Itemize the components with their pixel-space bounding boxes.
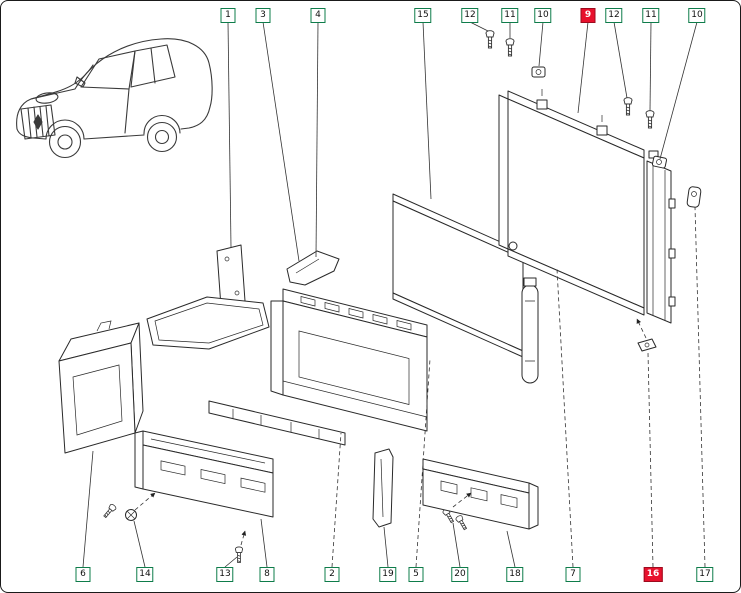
upper-deflector [146,296,270,350]
callout-17[interactable]: 17 [696,567,714,582]
callout-10b[interactable]: 10 [688,8,706,23]
callout-9-label: 9 [584,10,592,20]
middle-strip-part [208,400,346,446]
radiator [498,89,645,316]
callout-2[interactable]: 2 [324,567,340,582]
callout-11a-label: 11 [504,10,516,20]
callout-18[interactable]: 18 [506,567,524,582]
bracket-part19 [372,448,394,528]
mounting-clip-left [531,66,546,78]
callout-16-label: 16 [646,569,660,579]
fastener-pad-part16 [637,338,657,352]
callout-11a[interactable]: 11 [501,8,519,23]
callout-19-label: 19 [382,569,394,579]
callout-16-highlighted[interactable]: 16 [643,567,663,582]
left-air-duct [58,320,144,454]
callout-15[interactable]: 15 [414,8,432,23]
front-panel-carrier [270,288,428,432]
callout-12a[interactable]: 12 [461,8,479,23]
callout-1-label: 1 [225,10,231,20]
callout-18-label: 18 [509,569,521,579]
assembly-arrows [134,318,647,546]
callout-13[interactable]: 13 [216,567,234,582]
callout-17-label: 17 [699,569,711,579]
upper-bracket-part [286,250,340,286]
callout-10a[interactable]: 10 [534,8,552,23]
callout-1[interactable]: 1 [220,8,236,23]
callout-10a-label: 10 [537,10,549,20]
callout-13-label: 13 [219,569,231,579]
callout-7-label: 7 [570,569,576,579]
callout-4[interactable]: 4 [310,8,326,23]
car-illustration [16,38,213,159]
callout-10b-label: 10 [691,10,703,20]
callout-15-label: 15 [417,10,429,20]
callout-14-label: 14 [139,569,151,579]
clip-part-17 [686,186,702,208]
callout-8-label: 8 [264,569,270,579]
callout-5-label: 5 [413,569,419,579]
callout-19[interactable]: 19 [379,567,397,582]
callout-12b-label: 12 [608,10,620,20]
callout-12b[interactable]: 12 [605,8,623,23]
condenser [392,193,539,384]
callout-6[interactable]: 6 [75,567,91,582]
callout-20[interactable]: 20 [451,567,469,582]
side-panel-part [216,244,246,308]
leader-lines [82,21,706,568]
grommet-icon [125,509,137,521]
callout-12a-label: 12 [464,10,476,20]
callout-7[interactable]: 7 [565,567,581,582]
radiator-side-frame [646,150,676,324]
callout-6-label: 6 [80,569,86,579]
callout-3-label: 3 [260,10,266,20]
callout-3[interactable]: 3 [255,8,271,23]
callout-8[interactable]: 8 [259,567,275,582]
lower-deflector-right [422,458,539,530]
callout-5[interactable]: 5 [408,567,424,582]
callout-4-label: 4 [315,10,321,20]
callout-9-highlighted[interactable]: 9 [580,8,596,23]
callout-11b-label: 11 [645,10,657,20]
callout-2-label: 2 [329,569,335,579]
lower-air-duct [134,430,274,518]
callout-11b[interactable]: 11 [642,8,660,23]
mounting-clip-right [651,155,668,169]
callout-14[interactable]: 14 [136,567,154,582]
callout-20-label: 20 [454,569,466,579]
